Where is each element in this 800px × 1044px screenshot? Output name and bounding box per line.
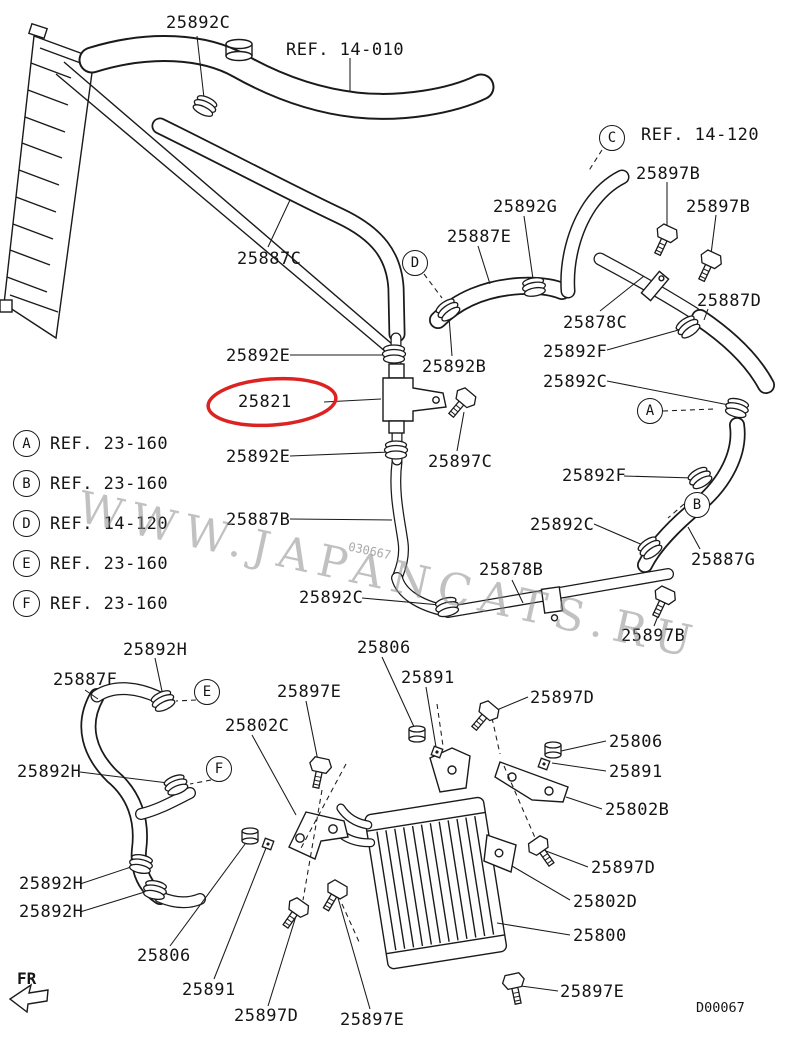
legend-ref-d: REF. 14-120 xyxy=(50,513,169,534)
ref-label-14-120: REF. 14-120 xyxy=(641,125,760,145)
part-label-25897d-a: 25897D xyxy=(530,688,595,708)
part-label-25892c-c: 25892C xyxy=(530,515,595,535)
legend-item-a: A REF. 23-160 xyxy=(13,430,168,457)
part-label-25892h-d: 25892H xyxy=(19,902,84,922)
highlight-ellipse-25821 xyxy=(206,376,338,428)
part-label-25887d: 25887D xyxy=(697,291,762,311)
legend-item-d: D REF. 14-120 xyxy=(13,510,168,537)
drawing-number: D00067 xyxy=(696,1000,745,1016)
legend-letter-f: F xyxy=(13,590,40,617)
overflow-pipe xyxy=(55,61,393,353)
legend-ref-b: REF. 23-160 xyxy=(50,473,169,494)
part-label-25897e-c: 25897E xyxy=(560,982,625,1002)
legend-ref-f: REF. 23-160 xyxy=(50,593,169,614)
part-label-25802d: 25802D xyxy=(573,892,638,912)
radiator xyxy=(0,22,95,340)
part-label-25802b: 25802B xyxy=(605,800,670,820)
legend-item-f: F REF. 23-160 xyxy=(13,590,168,617)
legend-ref-e: REF. 23-160 xyxy=(50,553,169,574)
part-label-25892b: 25892B xyxy=(422,357,487,377)
legend-item-e: E REF. 23-160 xyxy=(13,550,168,577)
part-label-25887b: 25887B xyxy=(226,510,291,530)
legend-item-b: B REF. 23-160 xyxy=(13,470,168,497)
part-label-25892e-b: 25892E xyxy=(226,447,291,467)
legend-letter-d: D xyxy=(13,510,40,537)
part-label-25887f: 25887F xyxy=(53,670,118,690)
callout-f: F xyxy=(206,756,232,782)
part-label-25897b-b: 25897B xyxy=(686,197,751,217)
part-label-25892f-a: 25892F xyxy=(543,342,608,362)
callout-a: A xyxy=(637,398,663,424)
part-label-25821: 25821 xyxy=(238,392,292,412)
part-label-25878b: 25878B xyxy=(479,560,544,580)
part-label-25806-b: 25806 xyxy=(609,732,663,752)
part-label-25897c: 25897C xyxy=(428,452,493,472)
part-label-25802c: 25802C xyxy=(225,716,290,736)
part-label-25892c-d: 25892C xyxy=(299,588,364,608)
legend-letter-a: A xyxy=(13,430,40,457)
part-label-25887e: 25887E xyxy=(447,227,512,247)
part-label-25892e-a: 25892E xyxy=(226,346,291,366)
part-label-25800: 25800 xyxy=(573,926,627,946)
part-label-25897d-b: 25897D xyxy=(591,858,656,878)
leader-lines xyxy=(79,35,730,1010)
part-label-25897b-a: 25897B xyxy=(636,164,701,184)
part-label-25892h-b: 25892H xyxy=(17,762,82,782)
part-25821-joint xyxy=(382,363,447,434)
part-label-25892g: 25892G xyxy=(493,197,558,217)
part-label-25891-a: 25891 xyxy=(401,668,455,688)
fr-arrow xyxy=(8,983,49,1014)
bolts xyxy=(275,221,725,1007)
part-label-25887g: 25887G xyxy=(691,550,756,570)
part-label-25897b-c: 25897B xyxy=(621,626,686,646)
callout-c: C xyxy=(599,125,625,151)
part-label-25891-c: 25891 xyxy=(182,980,236,1000)
part-label-25878c: 25878C xyxy=(563,313,628,333)
part-label-25892h-a: 25892H xyxy=(123,640,188,660)
ref-label-14-010: REF. 14-010 xyxy=(286,40,405,60)
part-label-25892c-b: 25892C xyxy=(543,372,608,392)
callout-e: E xyxy=(194,679,220,705)
part-label-25806-c: 25806 xyxy=(137,946,191,966)
brackets xyxy=(288,747,569,873)
pipe-flange xyxy=(640,270,670,302)
callout-b: B xyxy=(684,492,710,518)
part-label-25897e-a: 25897E xyxy=(277,682,342,702)
part-label-25892f-b: 25892F xyxy=(562,466,627,486)
oil-cooler xyxy=(334,796,508,970)
part-label-25887c: 25887C xyxy=(237,249,302,269)
pipe-bracket xyxy=(540,586,564,622)
legend-letter-e: E xyxy=(13,550,40,577)
part-label-25897e-b: 25897E xyxy=(340,1010,405,1030)
front-direction-label: FR xyxy=(17,969,37,988)
part-label-25892c-a: 25892C xyxy=(166,13,231,33)
part-label-25891-b: 25891 xyxy=(609,762,663,782)
callout-d: D xyxy=(402,250,428,276)
legend-ref-a: REF. 23-160 xyxy=(50,433,169,454)
dashed-lines xyxy=(175,149,715,945)
part-label-25806-a: 25806 xyxy=(357,638,411,658)
part-label-25892h-c: 25892H xyxy=(19,874,84,894)
legend-letter-b: B xyxy=(13,470,40,497)
radiator-cap xyxy=(225,38,253,62)
part-label-25897d-c: 25897D xyxy=(234,1006,299,1026)
